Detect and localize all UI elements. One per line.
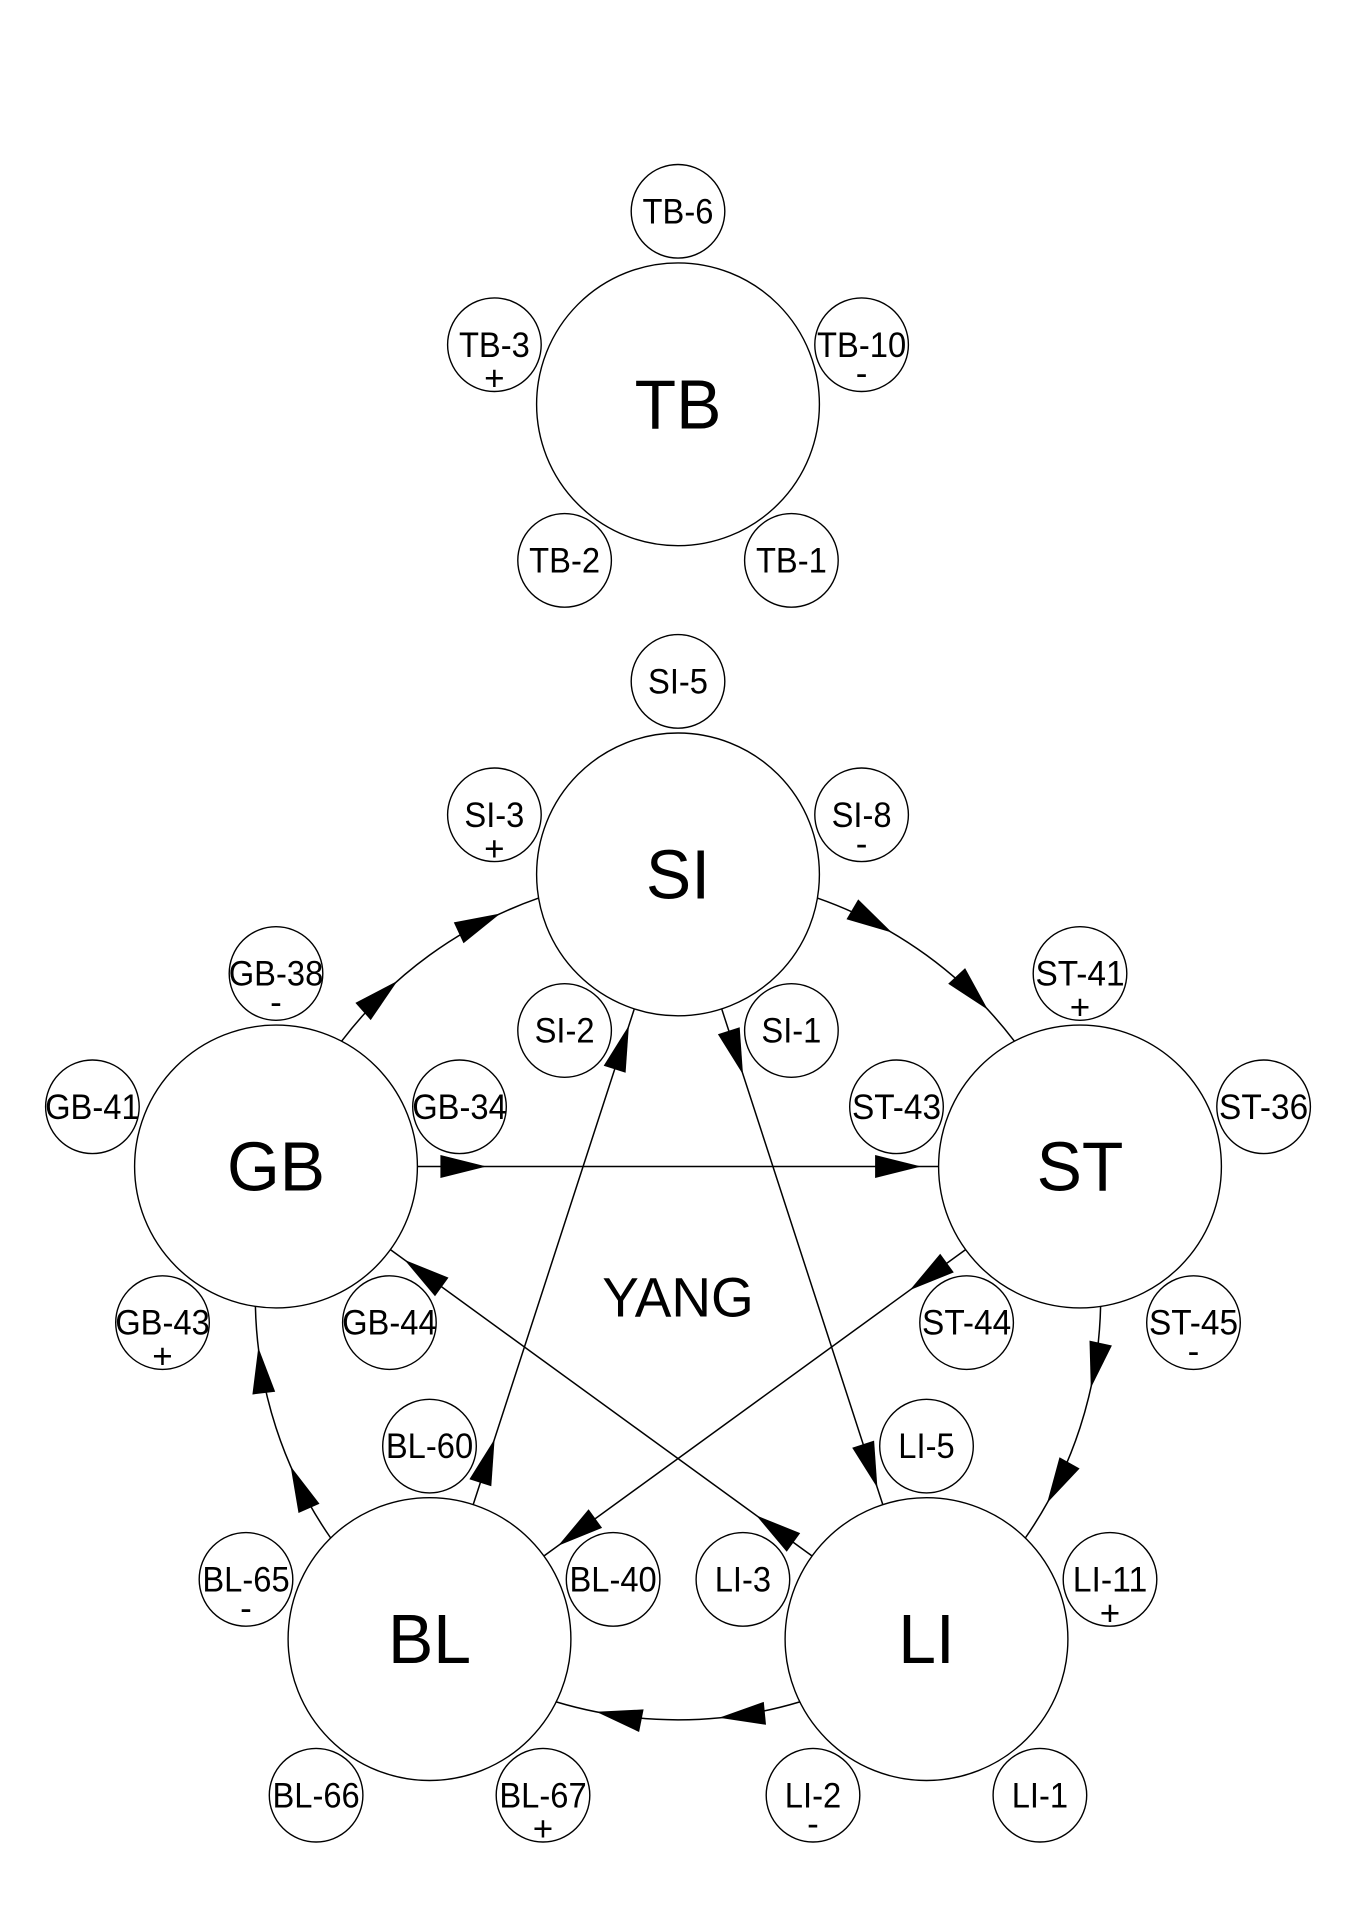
svg-text:-: - [240, 1589, 252, 1628]
svg-text:TB-2: TB-2 [529, 542, 600, 581]
svg-text:TB-3: TB-3 [459, 326, 530, 365]
svg-text:GB-38: GB-38 [229, 955, 324, 994]
svg-text:-: - [856, 824, 868, 863]
svg-text:LI-11: LI-11 [1073, 1561, 1148, 1600]
svg-text:SI-5: SI-5 [648, 663, 708, 702]
svg-text:+: + [152, 1337, 172, 1376]
svg-text:-: - [1188, 1332, 1200, 1371]
svg-text:SI-8: SI-8 [832, 796, 892, 835]
svg-text:+: + [1100, 1594, 1120, 1633]
svg-text:TB-10: TB-10 [817, 326, 906, 365]
svg-text:ST-44: ST-44 [922, 1304, 1011, 1343]
svg-text:TB-1: TB-1 [756, 542, 827, 581]
svg-text:BL-67: BL-67 [499, 1776, 586, 1815]
svg-text:GB: GB [227, 1128, 325, 1206]
svg-text:LI: LI [898, 1600, 955, 1678]
svg-text:LI-3: LI-3 [715, 1561, 771, 1600]
svg-text:ST-41: ST-41 [1035, 955, 1124, 994]
svg-text:SI-3: SI-3 [464, 796, 524, 835]
svg-text:BL: BL [388, 1600, 471, 1678]
svg-text:BL-66: BL-66 [272, 1776, 359, 1815]
svg-text:BL-60: BL-60 [386, 1427, 473, 1466]
svg-text:+: + [533, 1810, 553, 1849]
svg-text:TB: TB [635, 365, 722, 443]
svg-text:-: - [856, 354, 868, 393]
svg-text:GB-44: GB-44 [342, 1304, 437, 1343]
svg-text:-: - [807, 1805, 819, 1844]
svg-text:YANG: YANG [602, 1266, 754, 1329]
svg-text:SI: SI [646, 836, 710, 914]
svg-text:ST-43: ST-43 [852, 1088, 941, 1127]
svg-text:SI-2: SI-2 [535, 1012, 595, 1051]
svg-text:GB-41: GB-41 [45, 1088, 140, 1127]
svg-text:LI-5: LI-5 [898, 1427, 954, 1466]
svg-text:TB-6: TB-6 [643, 192, 714, 231]
svg-text:BL-65: BL-65 [202, 1561, 289, 1600]
svg-text:-: - [270, 983, 282, 1022]
svg-text:ST: ST [1037, 1128, 1124, 1206]
svg-text:LI-1: LI-1 [1012, 1776, 1068, 1815]
svg-text:BL-40: BL-40 [569, 1561, 656, 1600]
svg-text:GB-43: GB-43 [115, 1304, 210, 1343]
svg-text:SI-1: SI-1 [761, 1012, 821, 1051]
svg-text:+: + [1070, 988, 1090, 1027]
svg-text:+: + [484, 829, 504, 868]
svg-text:ST-36: ST-36 [1219, 1088, 1308, 1127]
svg-text:LI-2: LI-2 [785, 1776, 841, 1815]
svg-text:GB-34: GB-34 [412, 1088, 507, 1127]
svg-text:ST-45: ST-45 [1149, 1304, 1238, 1343]
svg-text:+: + [484, 359, 504, 398]
